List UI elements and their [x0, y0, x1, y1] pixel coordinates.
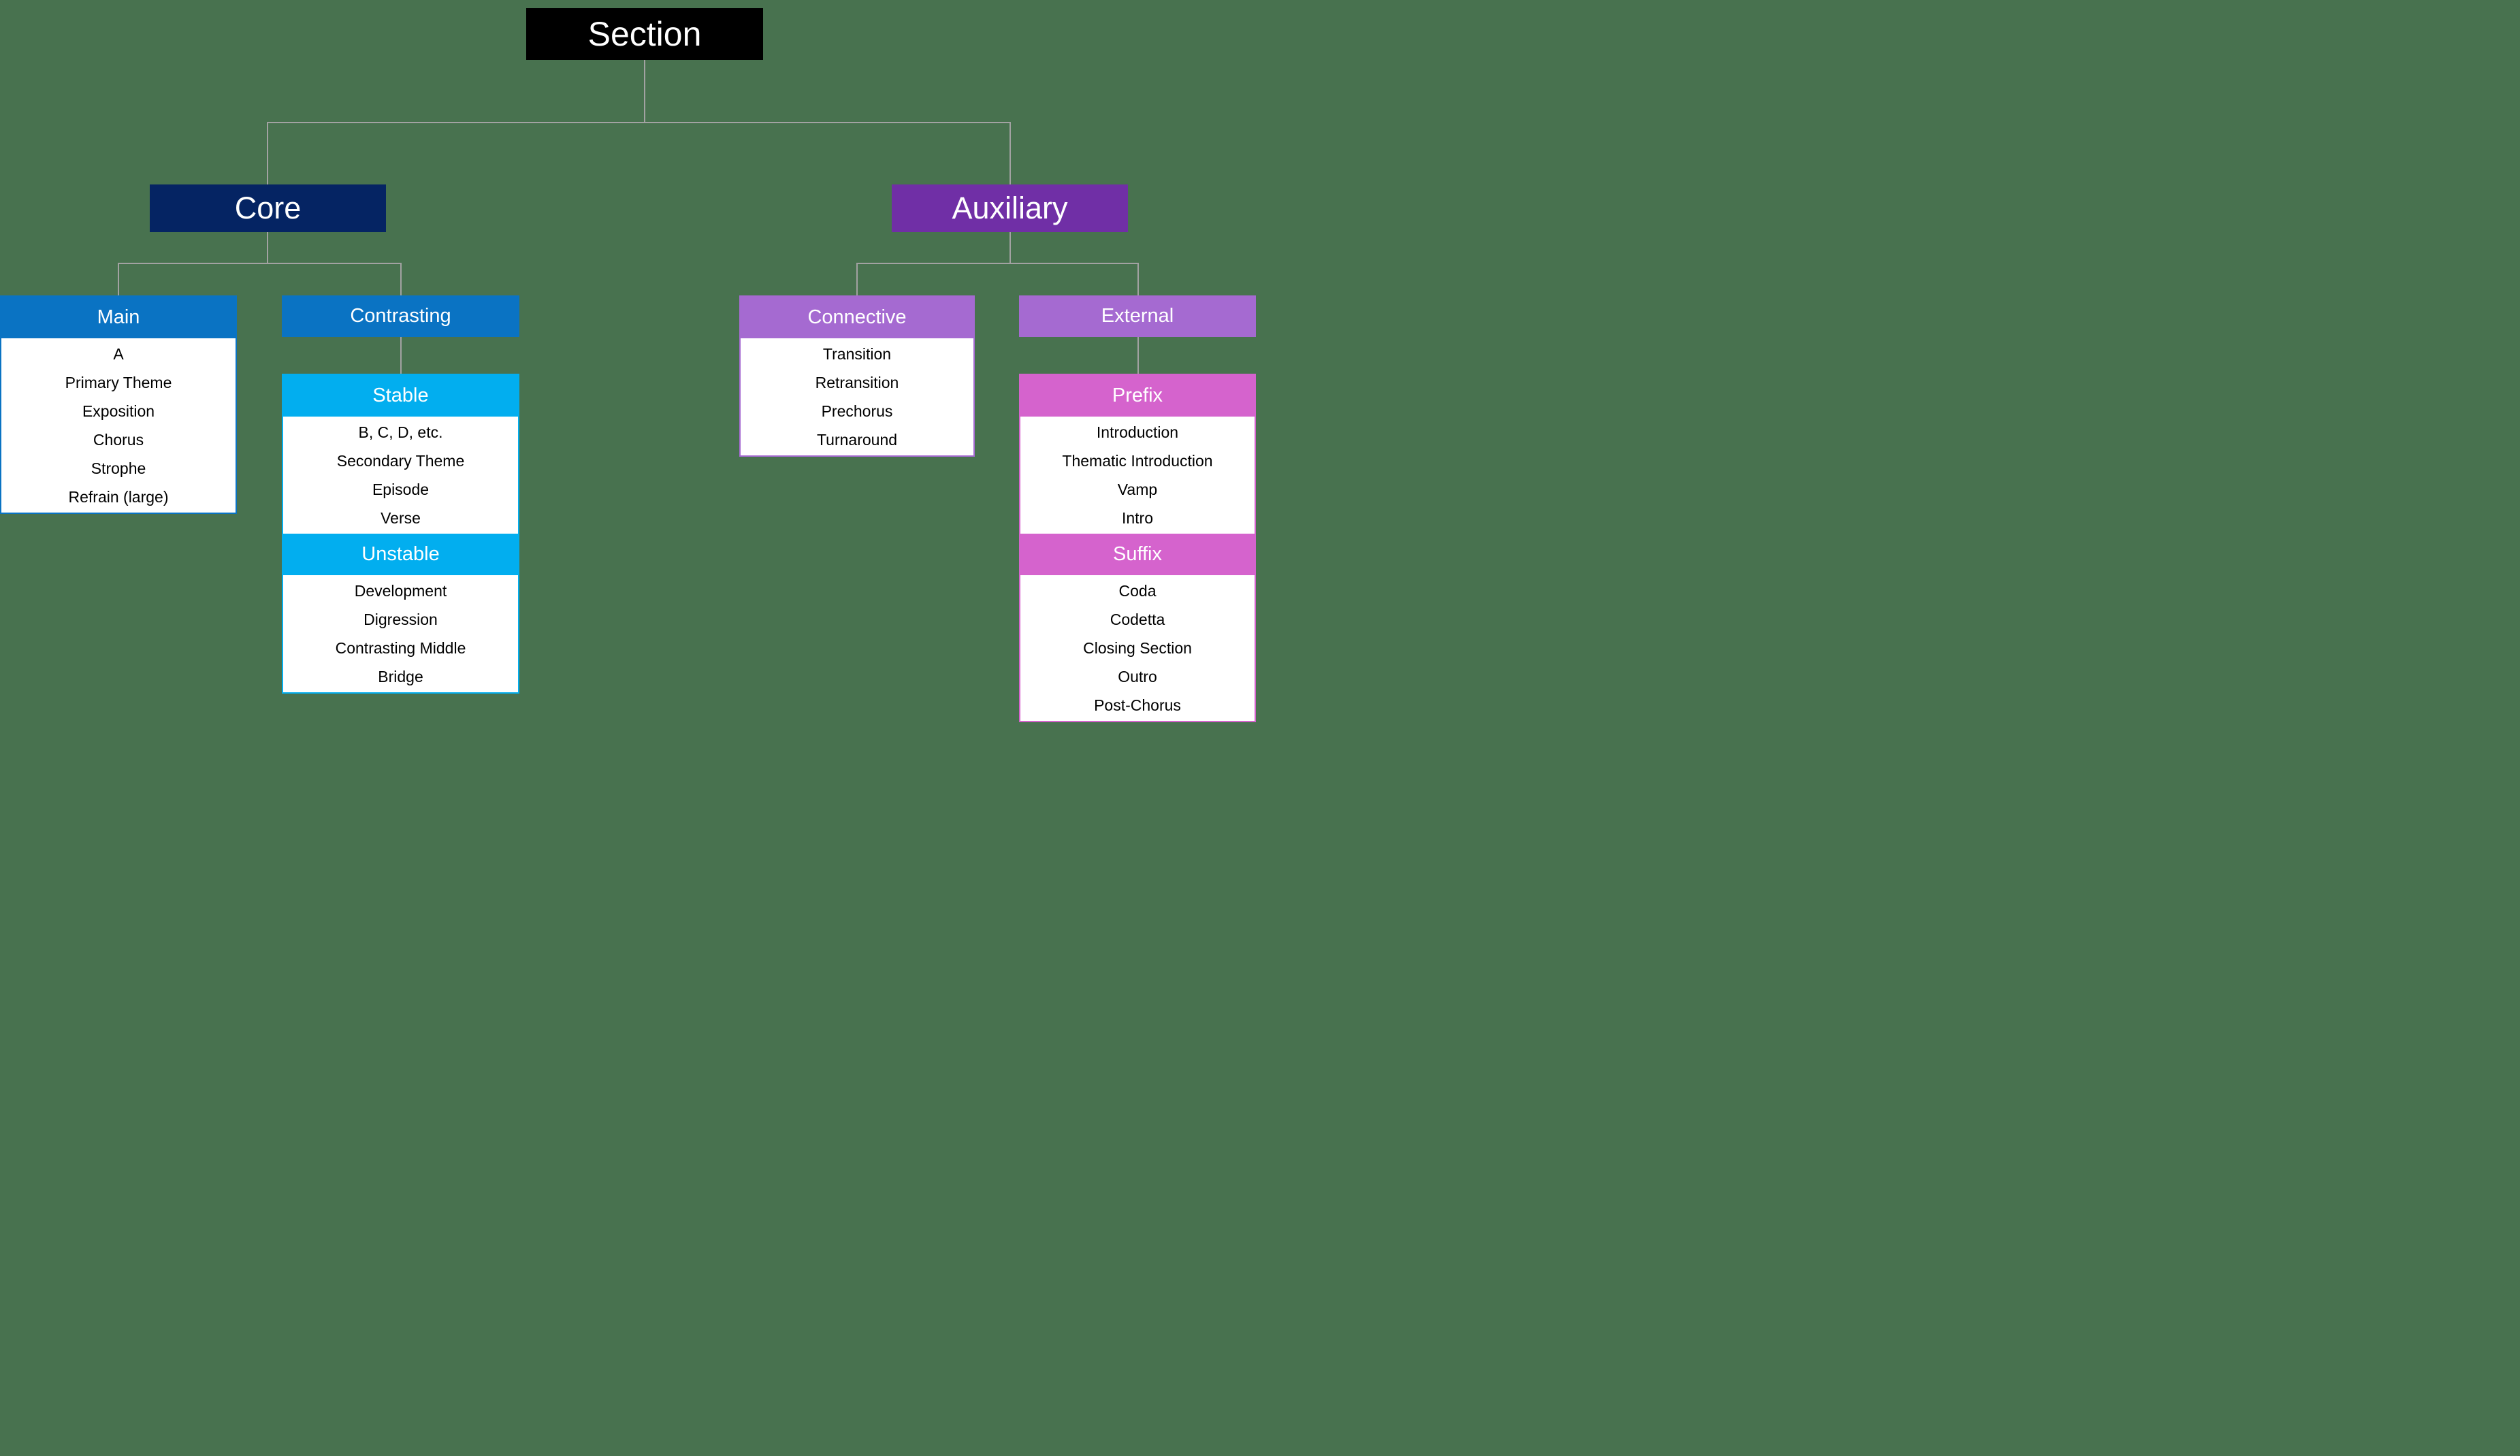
node-suffix-label: Suffix — [1112, 543, 1162, 565]
connector-main-drop — [118, 263, 119, 295]
node-contrasting: Contrasting — [282, 295, 519, 337]
node-contrasting-label: Contrasting — [350, 305, 451, 327]
list-item: Refrain (large) — [68, 488, 169, 506]
list-item: Primary Theme — [65, 374, 172, 391]
node-main-header: Main — [1, 297, 236, 338]
node-prefix-label: Prefix — [1112, 385, 1163, 406]
connector-aux-down — [1009, 232, 1011, 263]
node-main-label: Main — [97, 306, 140, 328]
connector-core-down — [267, 232, 268, 263]
list-item: Episode — [372, 481, 430, 498]
node-suffix-header: Suffix — [1020, 534, 1255, 575]
connective-list: Transition Retransition Prechorus Turnar… — [741, 338, 973, 455]
node-auxiliary: Auxiliary — [892, 184, 1128, 232]
connector-prefix-drop — [1137, 337, 1139, 374]
list-item: Development — [354, 582, 447, 600]
connector-core-drop — [267, 122, 268, 184]
list-item: Post-Chorus — [1094, 696, 1181, 714]
connector-rail-auxiliary — [857, 263, 1139, 264]
main-list: A Primary Theme Exposition Chorus Stroph… — [1, 338, 236, 513]
suffix-list: Coda Codetta Closing Section Outro Post-… — [1020, 575, 1255, 721]
list-item: B, C, D, etc. — [358, 423, 443, 441]
list-item: Prechorus — [821, 402, 893, 420]
unstable-list: Development Digression Contrasting Middl… — [283, 575, 518, 692]
list-item: Exposition — [82, 402, 155, 420]
diagram-canvas: Section Core Auxiliary Main A Primary Th… — [0, 0, 1260, 728]
list-item: Outro — [1118, 668, 1157, 685]
list-item: Strophe — [91, 459, 146, 477]
list-item: Secondary Theme — [336, 452, 465, 470]
node-core: Core — [150, 184, 386, 232]
list-item: Introduction — [1096, 423, 1179, 441]
node-main-group: Main A Primary Theme Exposition Chorus S… — [0, 295, 237, 514]
list-item: Retransition — [815, 374, 899, 391]
list-item: Intro — [1121, 509, 1154, 527]
connector-external-drop — [1137, 263, 1139, 295]
list-item: Coda — [1118, 582, 1157, 600]
node-connective-label: Connective — [807, 306, 907, 328]
list-item: Turnaround — [816, 431, 898, 449]
list-item: Transition — [822, 345, 892, 363]
list-item: Vamp — [1117, 481, 1158, 498]
connector-rail-level1 — [268, 122, 1011, 123]
node-section: Section — [526, 8, 763, 60]
node-core-label: Core — [234, 191, 302, 225]
node-stable-unstable-group: Stable B, C, D, etc. Secondary Theme Epi… — [282, 374, 519, 694]
node-prefix-header: Prefix — [1020, 375, 1255, 417]
list-item: Thematic Introduction — [1062, 452, 1213, 470]
list-item: Closing Section — [1083, 639, 1192, 657]
stable-list: B, C, D, etc. Secondary Theme Episode Ve… — [283, 417, 518, 534]
node-external: External — [1019, 295, 1256, 337]
node-auxiliary-label: Auxiliary — [952, 191, 1068, 225]
list-item: Bridge — [378, 668, 423, 685]
node-connective-header: Connective — [741, 297, 973, 338]
connector-rail-core — [118, 263, 402, 264]
list-item: Digression — [364, 611, 438, 628]
connector-section-drop — [644, 60, 645, 122]
list-item: Verse — [381, 509, 421, 527]
node-unstable-header: Unstable — [283, 534, 518, 575]
list-item: Codetta — [1110, 611, 1165, 628]
connector-stable-drop — [400, 337, 402, 374]
node-stable-header: Stable — [283, 375, 518, 417]
prefix-list: Introduction Thematic Introduction Vamp … — [1020, 417, 1255, 534]
connector-contrasting-drop — [400, 263, 402, 295]
node-section-label: Section — [587, 15, 702, 53]
connector-connective-drop — [856, 263, 858, 295]
node-prefix-suffix-group: Prefix Introduction Thematic Introductio… — [1019, 374, 1256, 722]
list-item: A — [113, 345, 124, 363]
node-external-label: External — [1101, 305, 1174, 327]
node-connective-group: Connective Transition Retransition Prech… — [739, 295, 975, 457]
connector-auxiliary-drop — [1009, 122, 1011, 184]
list-item: Chorus — [93, 431, 144, 449]
node-unstable-label: Unstable — [361, 543, 440, 565]
node-stable-label: Stable — [372, 385, 429, 406]
list-item: Contrasting Middle — [335, 639, 466, 657]
